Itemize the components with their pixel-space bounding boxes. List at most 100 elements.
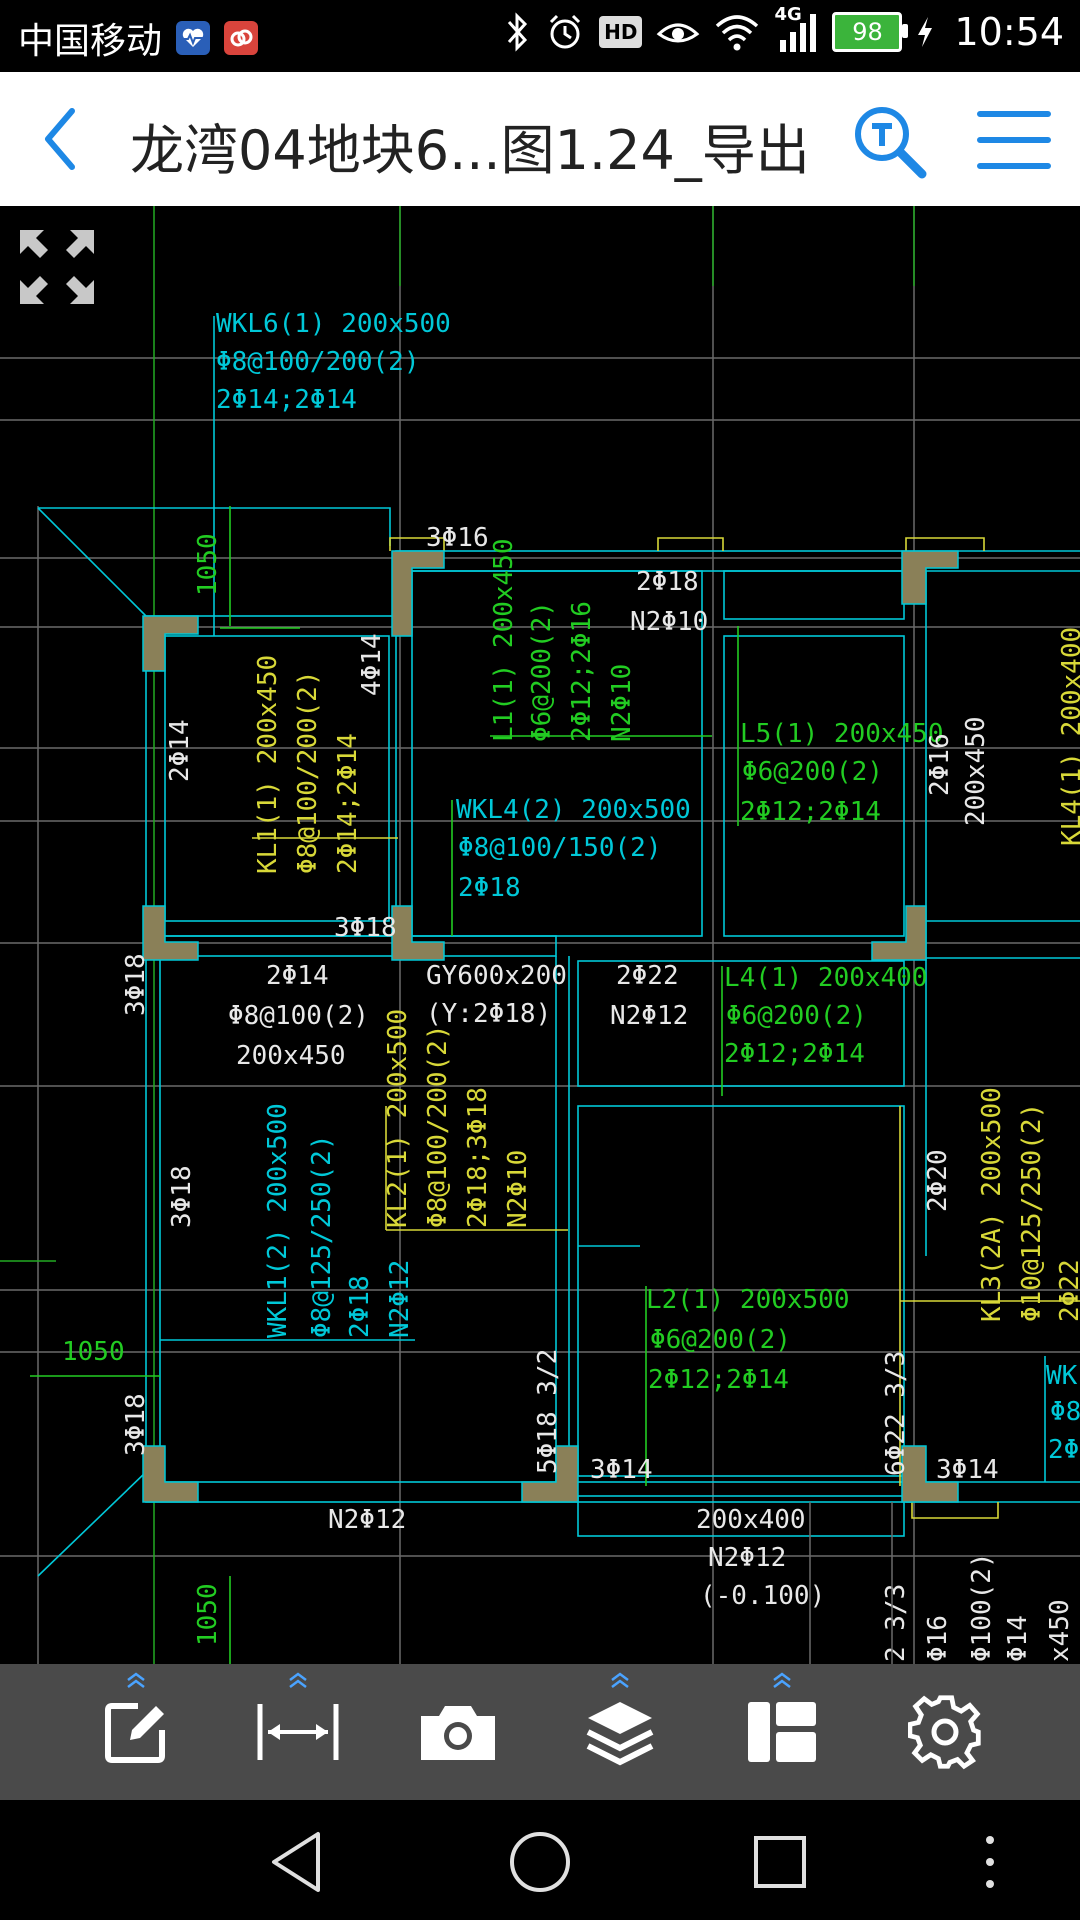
fullscreen-toggle-icon[interactable] — [16, 226, 98, 308]
nav-more-icon[interactable] — [960, 1826, 1020, 1898]
cloud-app-icon — [224, 21, 259, 55]
text-search-icon — [855, 107, 927, 179]
label-elev: (-0.100) — [700, 1581, 825, 1611]
dim-1050-top: 1050 — [193, 533, 223, 596]
label-wkl6-a: WKL6(1) 200x500 — [216, 309, 451, 339]
label-200x450-r: 200x450 — [961, 716, 991, 826]
label-200x400: 200x400 — [696, 1505, 806, 1535]
label-3phi18-side: 3Φ18 — [121, 953, 151, 1016]
label-3phi18-mid: 3Φ18 — [334, 913, 397, 943]
label-wkl4-c: 2Φ18 — [458, 873, 521, 903]
label-kl2-b: Φ8@100/200(2) — [423, 1025, 453, 1229]
system-navigation-bar — [0, 1800, 1080, 1920]
label-wk-cut: WK — [1046, 1361, 1078, 1391]
expand-up-icon — [773, 1672, 791, 1688]
label-wkl1-c: 2Φ18 — [345, 1275, 375, 1338]
label-kl2-a: KL2(1) 200x500 — [383, 1009, 413, 1228]
expand-up-icon — [127, 1672, 145, 1688]
label-3phi14-a: 3Φ14 — [590, 1455, 653, 1485]
label-2phi14-mid: 2Φ14 — [266, 961, 329, 991]
expand-up-icon — [611, 1672, 629, 1688]
settings-button[interactable] — [886, 1664, 1006, 1800]
label-l5-a: L5(1) 200x450 — [740, 719, 944, 749]
label-n2phi12-a: N2Φ12 — [610, 1001, 688, 1031]
label-kl2-d: N2Φ10 — [503, 1150, 533, 1228]
nav-home-icon[interactable] — [504, 1826, 576, 1898]
alarm-icon — [550, 14, 581, 49]
battery-level: 98 — [852, 18, 883, 46]
eye-comfort-icon — [657, 23, 700, 43]
label-2phi18: 2Φ18 — [636, 567, 699, 597]
label-two-cut: 2Φ — [1048, 1435, 1079, 1465]
label-wkl6-b: Φ8@100/200(2) — [216, 347, 420, 377]
label-l4-a: L4(1) 200x400 — [724, 963, 928, 993]
label-l1-c: 2Φ12;2Φ16 — [567, 601, 597, 742]
dim-1050-bottom: 1050 — [193, 1583, 223, 1646]
label-wkl4-a: WKL4(2) 200x500 — [456, 795, 691, 825]
label-wkl6-c: 2Φ14;2Φ14 — [216, 385, 357, 415]
label-n2phi10: N2Φ10 — [630, 607, 708, 637]
nav-recents-icon[interactable] — [744, 1826, 816, 1898]
bluetooth-icon — [508, 12, 528, 52]
nav-back-icon[interactable] — [262, 1826, 334, 1898]
dim-1050-left: 1050 — [62, 1337, 125, 1367]
hamburger-menu-icon — [977, 111, 1051, 169]
back-button[interactable] — [24, 97, 104, 181]
label-cut-e: x450 — [1045, 1599, 1075, 1662]
drawing-canvas[interactable]: WKL6(1) 200x500 Φ8@100/200(2) 2Φ14;2Φ14 … — [0, 206, 1080, 1664]
label-kl1-b: Φ8@100/200(2) — [293, 671, 323, 875]
screenshot-button[interactable] — [398, 1664, 518, 1800]
text-search-button[interactable] — [850, 102, 930, 182]
layout-icon — [748, 1702, 816, 1762]
bottom-toolbar — [0, 1664, 1080, 1800]
label-wkl1-d: N2Φ12 — [385, 1260, 415, 1338]
label-gy-a: GY600x200 — [426, 961, 567, 991]
document-title: 龙湾04地块6...图1.24_导出 — [130, 119, 810, 182]
label-cut-d: Φ14 — [1003, 1615, 1033, 1662]
label-l4-c: 2Φ12;2Φ14 — [724, 1039, 865, 1069]
label-l4-b: Φ6@200(2) — [726, 1001, 867, 1031]
clock: 10:54 — [954, 10, 1064, 54]
expand-up-icon — [289, 1672, 307, 1688]
annotate-button[interactable] — [76, 1664, 196, 1800]
label-kl3-c: 2Φ22 — [1055, 1259, 1080, 1322]
label-cut-b: Φ16 — [923, 1615, 953, 1662]
edit-icon — [105, 1703, 165, 1763]
carrier-label: 中国移动 — [18, 21, 163, 62]
label-phi8-cut: Φ8 — [1050, 1397, 1080, 1427]
label-gy-b: (Y:2Φ18) — [426, 999, 551, 1029]
label-200x450-mid: 200x450 — [236, 1041, 346, 1071]
label-l1-b: Φ6@200(2) — [527, 601, 557, 742]
label-l1-d: N2Φ10 — [607, 664, 637, 742]
label-6phi22: 6Φ22 3/3 — [881, 1351, 911, 1476]
layers-button[interactable] — [560, 1664, 680, 1800]
menu-button[interactable] — [972, 104, 1056, 176]
status-bar: 中国移动 HD 4G 98 10:54 — [0, 0, 1080, 72]
label-kl3-b: Φ10@125/250(2) — [1017, 1103, 1047, 1322]
health-app-icon — [176, 21, 211, 55]
label-3phi18-v: 3Φ18 — [167, 1165, 197, 1228]
label-5phi18: 5Φ18 3/2 — [533, 1349, 563, 1474]
label-kl1-a: KL1(1) 200x450 — [253, 655, 283, 874]
label-2phi20: 2Φ20 — [923, 1149, 953, 1212]
label-n2phi12-c: N2Φ12 — [708, 1543, 786, 1573]
label-wkl1-b: Φ8@125/250(2) — [307, 1135, 337, 1339]
label-kl1-c: 2Φ14;2Φ14 — [333, 733, 363, 874]
label-3phi14-b: 3Φ14 — [936, 1455, 999, 1485]
layers-icon — [586, 1702, 654, 1766]
label-kl3-a: KL3(2A) 200x500 — [977, 1087, 1007, 1322]
layout-button[interactable] — [722, 1664, 842, 1800]
label-l2-b: Φ6@200(2) — [650, 1325, 791, 1355]
label-stirrup-mid: Φ8@100(2) — [228, 1001, 369, 1031]
label-l1-a: L1(1) 200x450 — [489, 539, 519, 743]
camera-icon — [421, 1706, 495, 1760]
label-3phi18-low: 3Φ18 — [121, 1393, 151, 1456]
battery-indicator: 98 — [832, 12, 909, 52]
label-2phi22: 2Φ22 — [616, 961, 679, 991]
measure-button[interactable] — [238, 1664, 358, 1800]
cad-drawing[interactable]: WKL6(1) 200x500 Φ8@100/200(2) 2Φ14;2Φ14 … — [0, 206, 1080, 1664]
label-cut-c: Φ100(2) — [967, 1552, 997, 1662]
label-2phi16: 2Φ16 — [925, 733, 955, 796]
chevron-left-icon — [45, 108, 75, 170]
label-2phi14-left: 2Φ14 — [165, 719, 195, 782]
